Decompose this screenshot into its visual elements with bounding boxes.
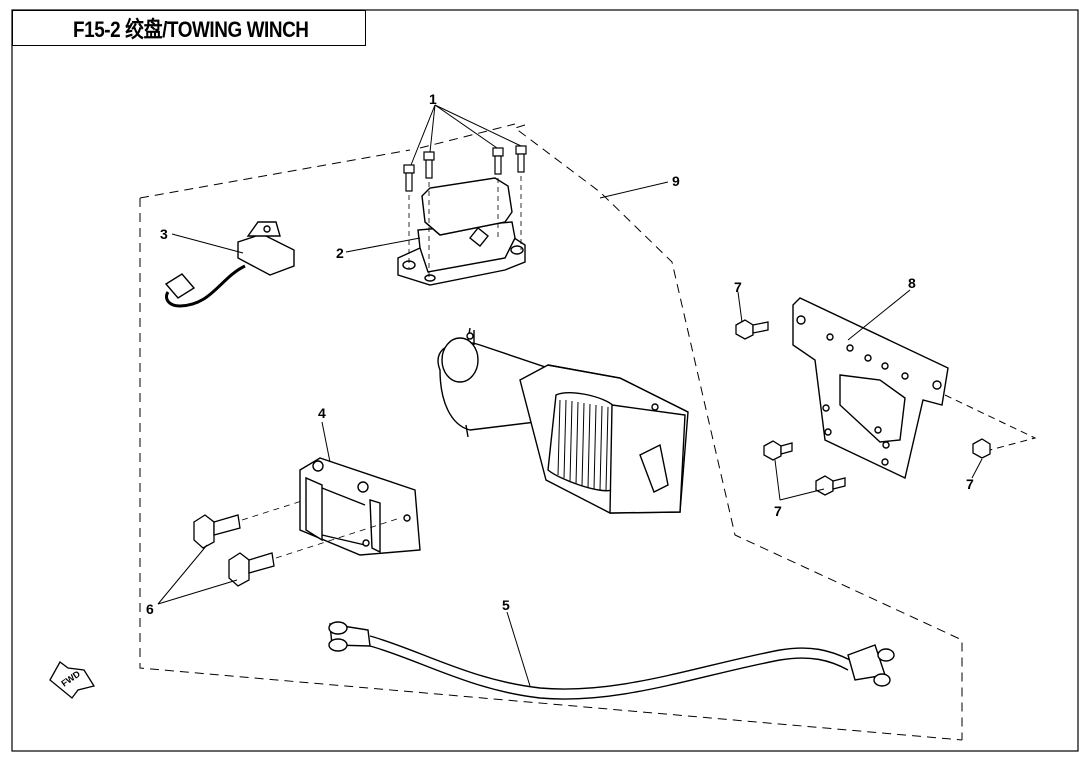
- part-roller-fairlead: [299, 457, 421, 556]
- part-cables: [328, 621, 895, 700]
- callout-3: 3: [160, 226, 168, 242]
- bracket-dashed-guide: [944, 394, 1037, 451]
- fwd-arrow-icon: [49, 661, 96, 699]
- diagram-border: [11, 9, 1079, 752]
- leader-lines: [157, 104, 983, 687]
- screw-guide-lines: [408, 176, 522, 280]
- part-contactor: [397, 177, 526, 286]
- callout-8: 8: [908, 275, 916, 291]
- callout-2: 2: [336, 245, 344, 261]
- part-winch: [437, 327, 689, 514]
- part-bolts-7: [735, 319, 991, 496]
- kit-dashed-outline-top: [419, 123, 516, 149]
- callout-5: 5: [502, 597, 510, 613]
- callout-numbers: 1 2 3 4 5 6 7 7 7 7 8 9: [146, 91, 974, 617]
- callout-7c: 7: [966, 476, 974, 492]
- kit-dashed-outline: [139, 124, 963, 741]
- callout-6: 6: [146, 601, 154, 617]
- callout-1: 1: [429, 91, 437, 107]
- callout-7a: 7: [734, 279, 742, 295]
- callout-7b: 7: [774, 503, 782, 519]
- page-title: F15-2 绞盘/TOWING WINCH: [73, 17, 309, 42]
- bolt-guide-lines: [241, 499, 401, 559]
- part-remote-switch: [164, 221, 295, 308]
- part-mounting-plate: [792, 297, 949, 480]
- callout-4: 4: [318, 405, 326, 421]
- title-box: F15-2 绞盘/TOWING WINCH: [12, 10, 366, 46]
- callout-9: 9: [672, 173, 680, 189]
- part-bolts-6: [193, 514, 275, 587]
